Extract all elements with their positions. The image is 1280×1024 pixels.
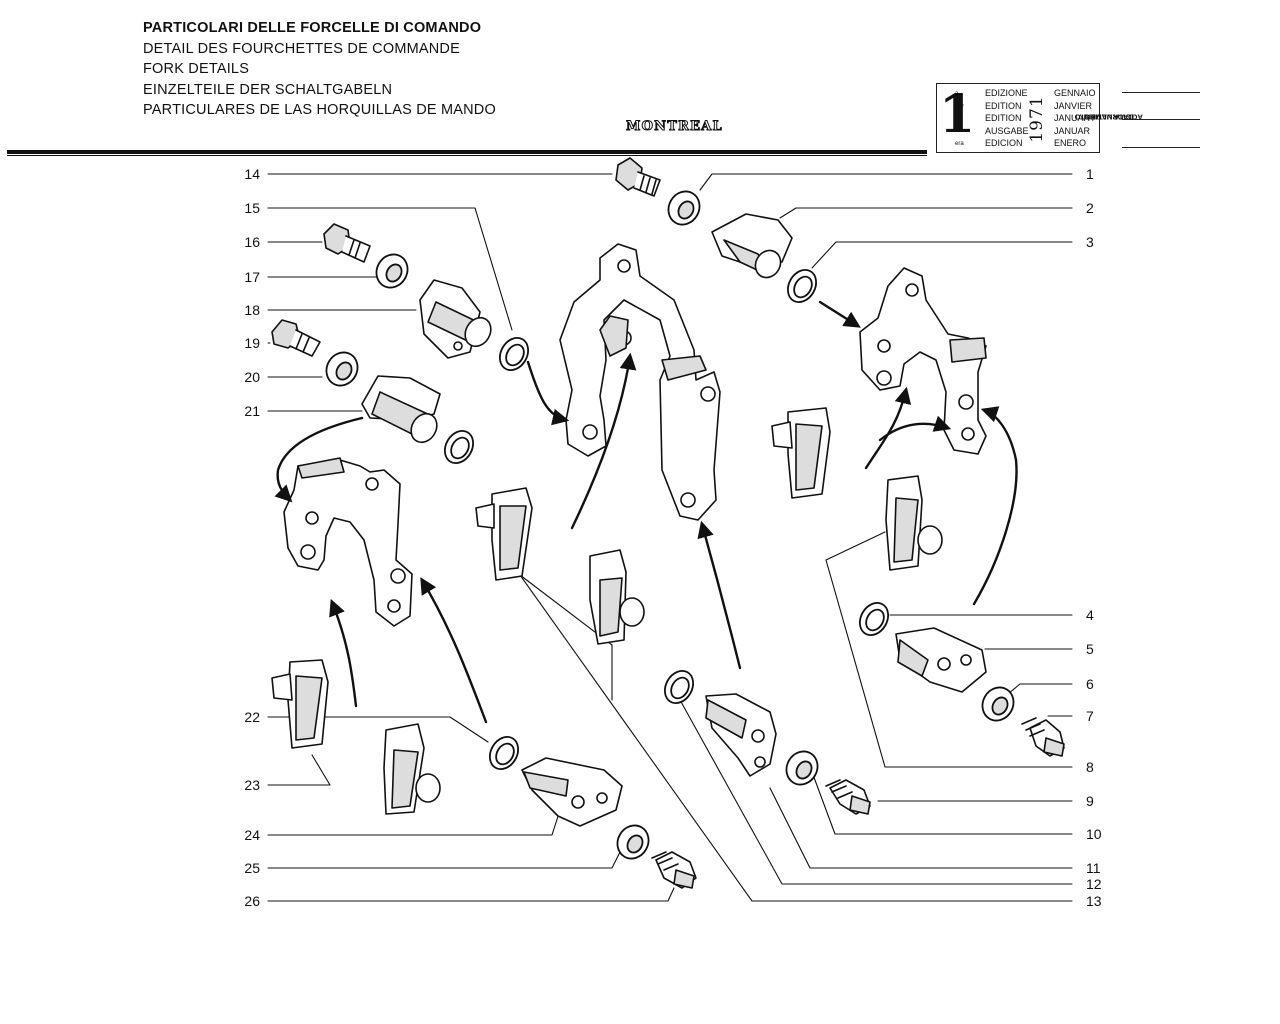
pin-2 (711, 213, 793, 279)
callout-21: 21 (244, 403, 260, 419)
callout-24: 24 (244, 827, 260, 843)
fork-right (859, 267, 987, 455)
callout-5: 5 (1086, 641, 1094, 657)
callout-6: 6 (1086, 676, 1094, 692)
callout-4: 4 (1086, 607, 1094, 623)
title-block: PARTICOLARI DELLE FORCELLE DI COMANDO DE… (143, 18, 496, 121)
bolt-9 (825, 779, 871, 815)
bolt-19 (271, 319, 321, 357)
leader-lines-left (267, 173, 675, 902)
washers (325, 190, 1015, 860)
callout-15: 15 (244, 200, 260, 216)
edition-month: JANVIER (1054, 101, 1093, 111)
callout-7: 7 (1086, 708, 1094, 724)
edition-month: ENERO (1054, 138, 1087, 148)
callout-18: 18 (244, 302, 260, 318)
bolt-7 (1021, 717, 1065, 757)
callout-11: 11 (1086, 860, 1101, 876)
header-rule (7, 150, 927, 154)
callout-14: 14 (244, 166, 260, 182)
bolt-16 (323, 223, 371, 263)
update-line (1122, 147, 1200, 148)
callout-13: 13 (1086, 893, 1102, 909)
callout-20: 20 (244, 369, 260, 385)
update-line (1122, 92, 1200, 93)
pin-21 (361, 375, 441, 444)
pin-18 (419, 279, 492, 359)
callout-16: 16 (244, 234, 260, 250)
callout-3: 3 (1086, 234, 1094, 250)
bolt-26 (651, 851, 697, 889)
callout-8: 8 (1086, 759, 1094, 775)
title-german: EINZELTEILE DER SCHALTGABELN (143, 81, 393, 98)
callout-9: 9 (1086, 793, 1094, 809)
title-italian: PARTICOLARI DELLE FORCELLE DI COMANDO (143, 20, 482, 36)
edition-label: EDICION (985, 138, 1023, 148)
edition-label: AUSGABE (985, 126, 1029, 136)
edition-box: 1 a ere st . era EDIZIONE EDITION EDITIO… (936, 83, 1100, 153)
brand-logo: MONTREAL (626, 119, 723, 135)
leader-lines-right (519, 173, 1073, 902)
edition-number: 1 (939, 84, 976, 145)
fork-center (559, 243, 721, 521)
callout-25: 25 (244, 860, 260, 876)
edition-month: GENNAIO (1054, 88, 1096, 98)
callout-17: 17 (244, 269, 260, 285)
edition-superscript: . (955, 128, 957, 134)
shoes (271, 407, 943, 815)
edition-superscript: st (955, 116, 960, 122)
title-french: DETAIL DES FOURCHETTES DE COMMANDE (143, 40, 460, 57)
callout-22: 22 (244, 709, 260, 725)
callout-26: 26 (244, 893, 260, 909)
callout-10: 10 (1086, 826, 1102, 842)
edition-label: EDITION (985, 101, 1022, 111)
update-line (1122, 119, 1200, 120)
header-rule-thin (7, 155, 927, 156)
edition-month: JANUARY (1054, 113, 1096, 123)
pin-24 (521, 757, 623, 827)
callout-1: 1 (1086, 166, 1094, 182)
edition-label: EDIZIONE (985, 88, 1028, 98)
callout-19: 19 (244, 335, 260, 351)
bolt-14 (615, 157, 661, 197)
edition-superscript: a (955, 91, 959, 97)
title-english: FORK DETAILS (143, 61, 250, 78)
assembly-arrows (274, 300, 1018, 724)
pin-5 (895, 627, 987, 693)
callout-12: 12 (1086, 876, 1102, 892)
callout-2: 2 (1086, 200, 1094, 216)
edition-superscript: era (955, 141, 964, 147)
edition-label: EDITION (985, 113, 1022, 123)
fork-left (283, 457, 413, 627)
edition-month: JANUAR (1054, 126, 1091, 136)
title-spanish: PARTICULARES DE LAS HORQUILLAS DE MANDO (143, 102, 496, 119)
edition-superscript: ere (955, 103, 964, 109)
callout-23: 23 (244, 777, 260, 793)
pin-11 (705, 693, 777, 777)
